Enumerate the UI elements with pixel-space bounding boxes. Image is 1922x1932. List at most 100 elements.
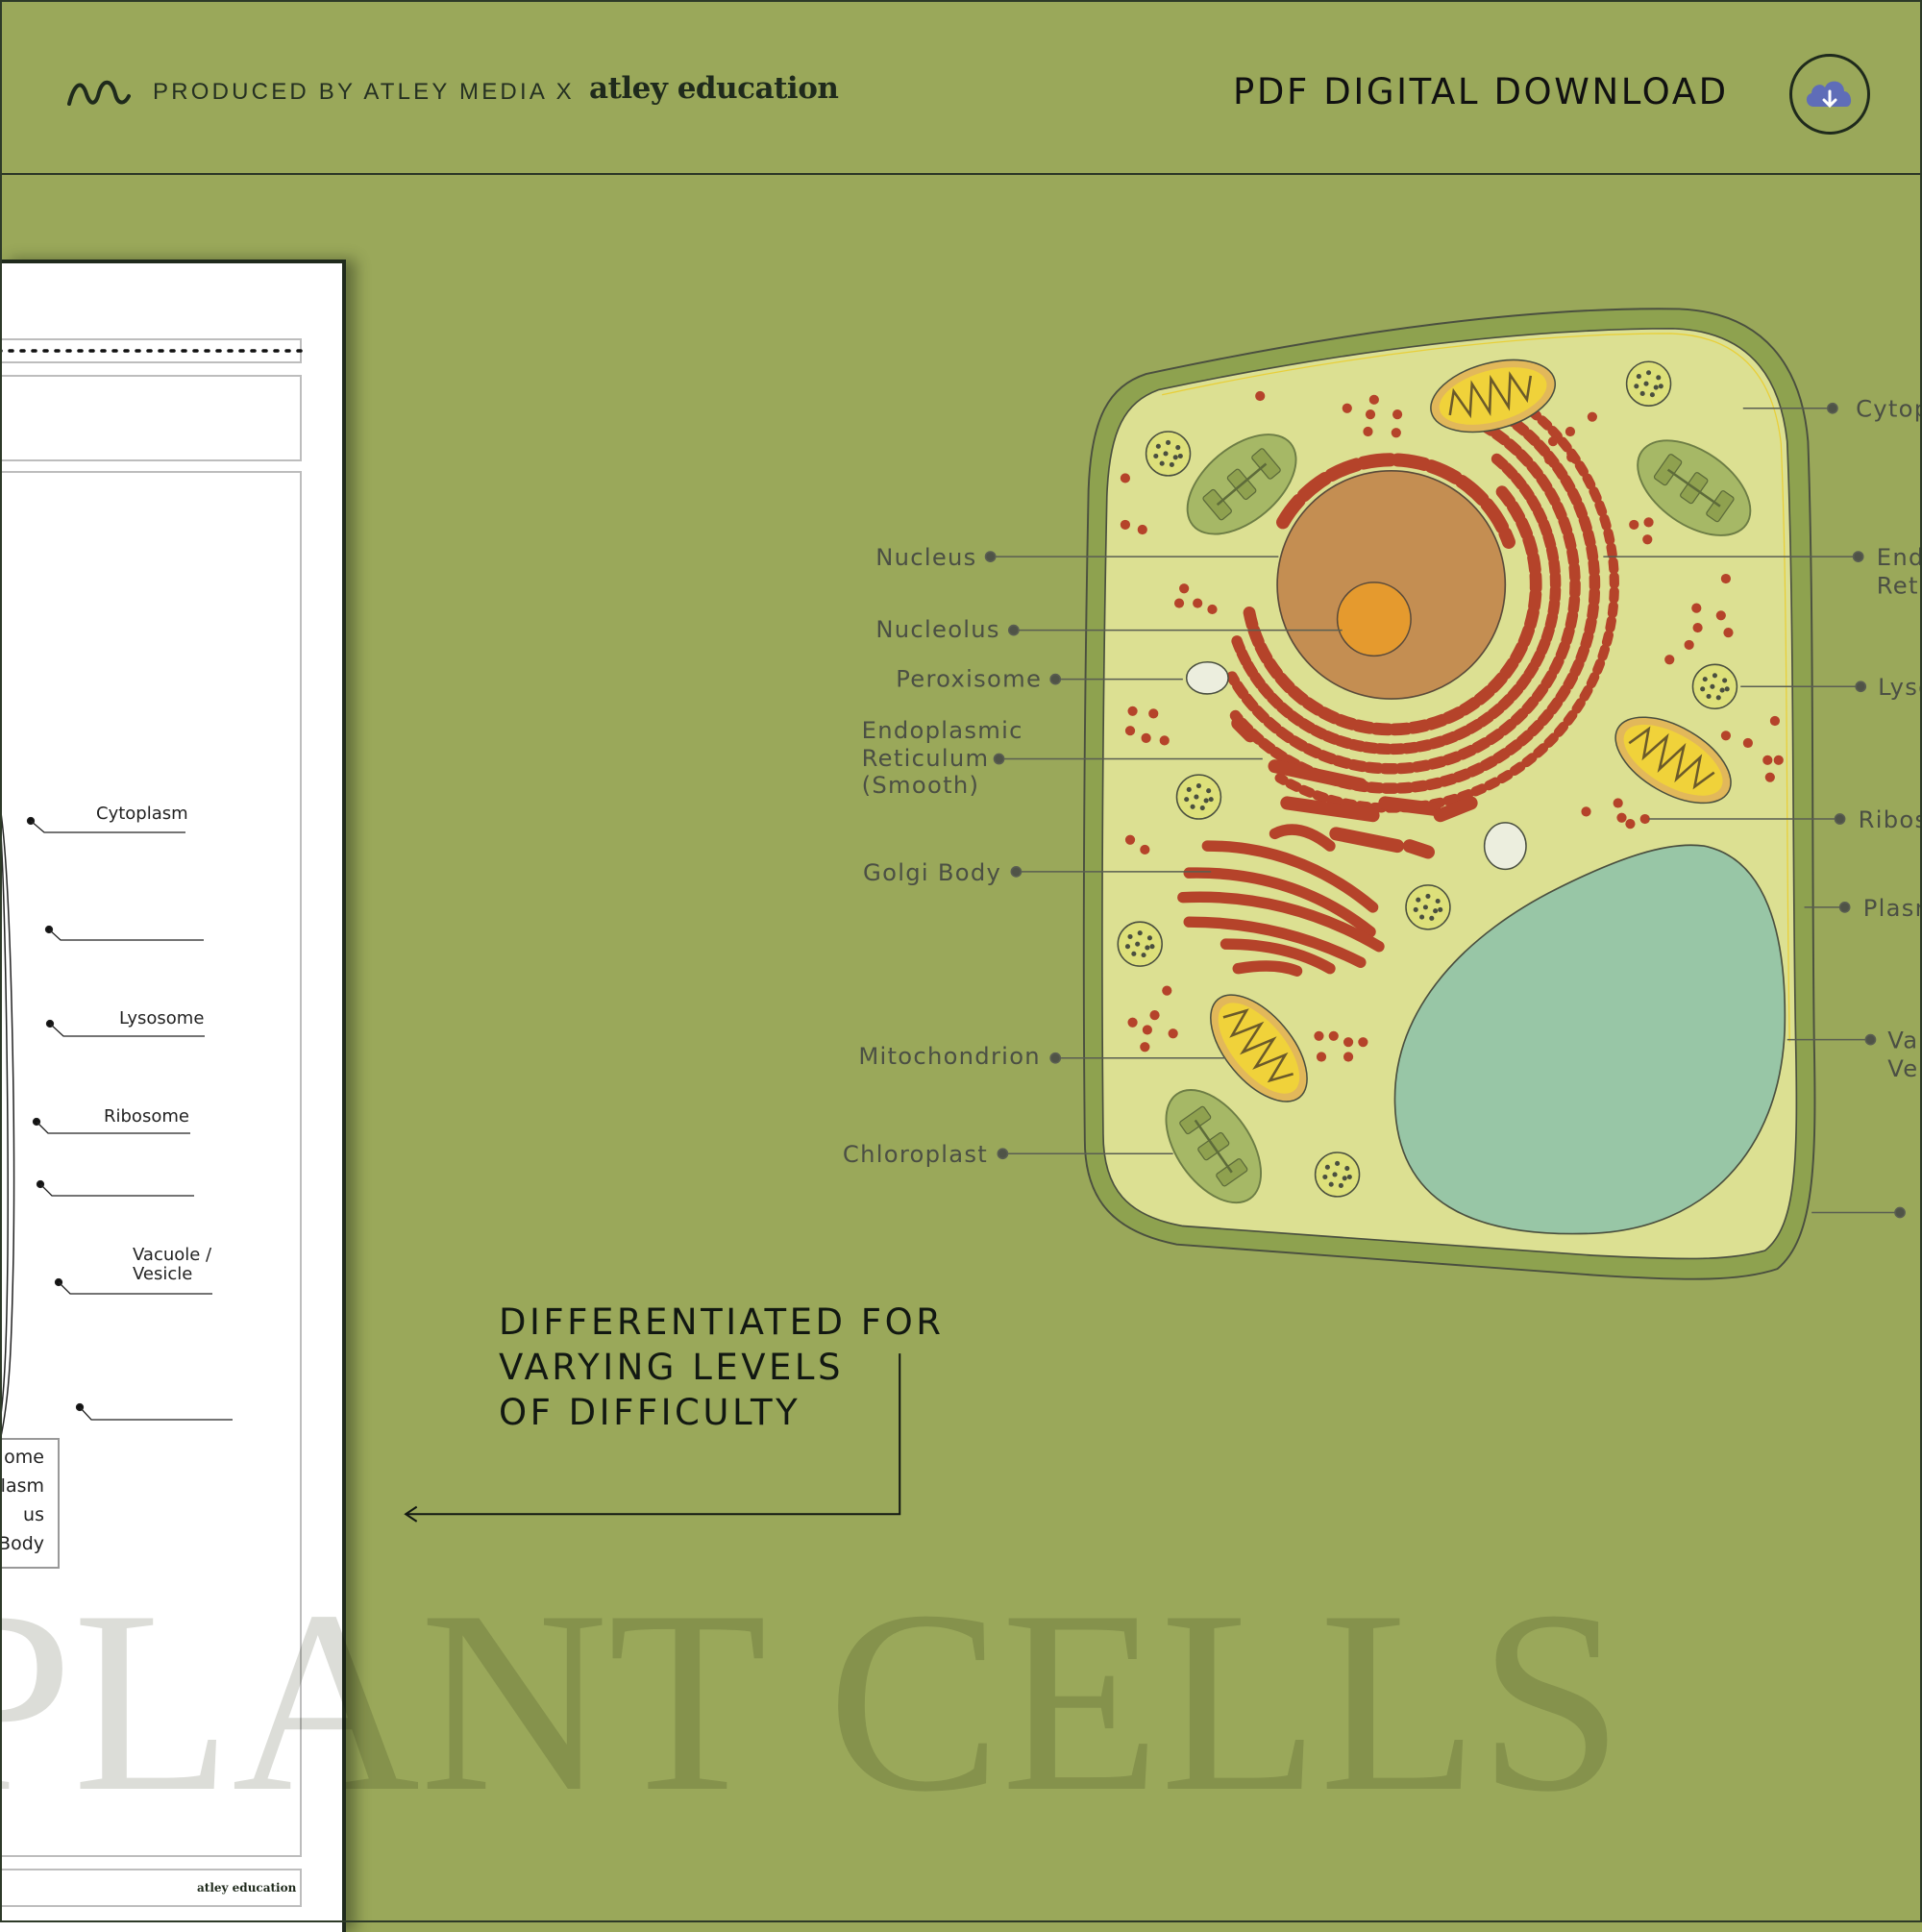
ribosome xyxy=(1328,1030,1339,1041)
ribosome xyxy=(1723,628,1734,638)
er-cisterna xyxy=(1226,419,1581,775)
lysosome-speck xyxy=(1166,439,1171,446)
peroxisome xyxy=(1483,822,1527,871)
ribosome xyxy=(1769,715,1781,727)
ribosome xyxy=(1581,806,1591,817)
er-cisterna xyxy=(1231,453,1562,755)
lysosome-speck xyxy=(1177,453,1183,459)
lysosome-speck xyxy=(1433,908,1439,914)
mitochondrion-inner xyxy=(1623,724,1723,796)
lysosome-speck xyxy=(1656,375,1662,381)
lysosome-speck xyxy=(1429,915,1435,921)
lysosome-speck xyxy=(1131,951,1137,956)
lysosome-speck xyxy=(1715,695,1721,701)
ribosome xyxy=(1691,603,1702,613)
ribosome xyxy=(1255,390,1266,402)
smooth-er-segment xyxy=(1268,759,1368,792)
lysosome-speck xyxy=(1649,392,1655,398)
lysosome-speck xyxy=(1206,788,1212,794)
lysosome xyxy=(1691,663,1738,710)
nucleus xyxy=(1276,469,1507,700)
lysosome xyxy=(1117,921,1163,967)
lysosome-speck xyxy=(1639,390,1645,396)
ribosome xyxy=(1140,1042,1150,1053)
ribosome xyxy=(1773,755,1784,765)
lysosome-speck xyxy=(1208,797,1214,803)
label-er-right-line2: Reti xyxy=(1877,572,1922,599)
organelles xyxy=(1117,359,1752,1204)
lysosome-speck xyxy=(1324,1164,1330,1170)
lysosome-speck xyxy=(1346,1174,1352,1180)
lysosome xyxy=(1145,431,1192,477)
ribosome xyxy=(1127,706,1138,716)
ribosome xyxy=(1544,455,1555,465)
lysosome-body xyxy=(1145,431,1192,477)
download-button[interactable] xyxy=(1789,54,1870,135)
lysosome-speck xyxy=(1190,804,1195,809)
lysosome xyxy=(1314,1152,1361,1198)
lysosome-speck xyxy=(1712,673,1717,679)
golgi-body xyxy=(1177,824,1385,977)
label-er-line1: Endoplasmic xyxy=(862,717,1023,744)
ribosomes xyxy=(1120,390,1784,1062)
cloud-download-icon xyxy=(1806,81,1852,109)
ribosome xyxy=(1566,452,1577,462)
lysosome-speck xyxy=(1195,783,1201,789)
lysosome-speck xyxy=(1135,941,1141,947)
ribosome xyxy=(1625,819,1636,830)
ribosome xyxy=(1715,610,1726,621)
word-bank-item: us xyxy=(23,1504,44,1525)
smooth-er-segment xyxy=(1231,716,1258,743)
lysosome xyxy=(1175,774,1222,820)
label-lysosome: Lysosome xyxy=(119,1008,205,1028)
lysosome-speck xyxy=(1710,683,1715,689)
lysosome-speck xyxy=(1163,451,1169,457)
cristae xyxy=(1448,371,1533,419)
label-er-right-line1: End xyxy=(1877,544,1922,571)
lysosome-speck xyxy=(1643,381,1649,386)
lysosome-speck xyxy=(1145,945,1150,951)
label-er-line2: Reticulum xyxy=(862,745,990,772)
lysosome-speck xyxy=(1634,384,1639,389)
tagline-line: VARYING LEVELS xyxy=(499,1347,845,1388)
lysosome-speck xyxy=(1419,914,1425,920)
label-er-line3: (Smooth) xyxy=(862,772,980,799)
lysosome-speck xyxy=(1719,687,1725,693)
ribosome xyxy=(1162,985,1172,996)
ribosome xyxy=(1207,604,1218,615)
cristae xyxy=(1628,726,1715,790)
ribosome xyxy=(1137,524,1147,535)
smooth-er-segment xyxy=(1280,796,1380,823)
ribosome xyxy=(1149,1010,1160,1021)
label-vacuole-right-line1: Va xyxy=(1887,1028,1918,1054)
lysosome-speck xyxy=(1322,1174,1328,1180)
mitochondrion xyxy=(1210,994,1308,1102)
ribosome xyxy=(1643,517,1654,528)
ribosome xyxy=(1639,813,1650,825)
word-bank: ome plasm us Body xyxy=(0,1438,60,1569)
label-ribosome-right: Ribos xyxy=(1859,806,1922,833)
ribosome xyxy=(1391,428,1401,438)
lysosome-speck xyxy=(1706,693,1712,700)
ribosome xyxy=(1764,772,1775,782)
ribosome xyxy=(1120,519,1131,531)
label-nucleus: Nucleus xyxy=(875,544,976,571)
lysosome-speck xyxy=(1335,1160,1341,1167)
wave-logo-icon xyxy=(67,80,131,106)
lysosome-speck xyxy=(1127,933,1133,940)
lysosome-speck xyxy=(1658,384,1663,389)
lysosome-speck xyxy=(1194,794,1199,800)
ribosome xyxy=(1173,598,1185,608)
ribosome xyxy=(1613,798,1623,808)
lysosome-speck xyxy=(1159,460,1165,466)
ribosome xyxy=(1343,1052,1354,1062)
er-cisterna xyxy=(1243,485,1542,736)
ribosome xyxy=(1141,732,1151,743)
lysosome-speck xyxy=(1155,443,1161,449)
lysosome-speck xyxy=(1175,445,1181,451)
lysosome-speck xyxy=(1172,455,1178,460)
ribosome xyxy=(1762,755,1773,765)
ribosome xyxy=(1168,1028,1178,1039)
lysosome-speck xyxy=(1344,1166,1350,1172)
